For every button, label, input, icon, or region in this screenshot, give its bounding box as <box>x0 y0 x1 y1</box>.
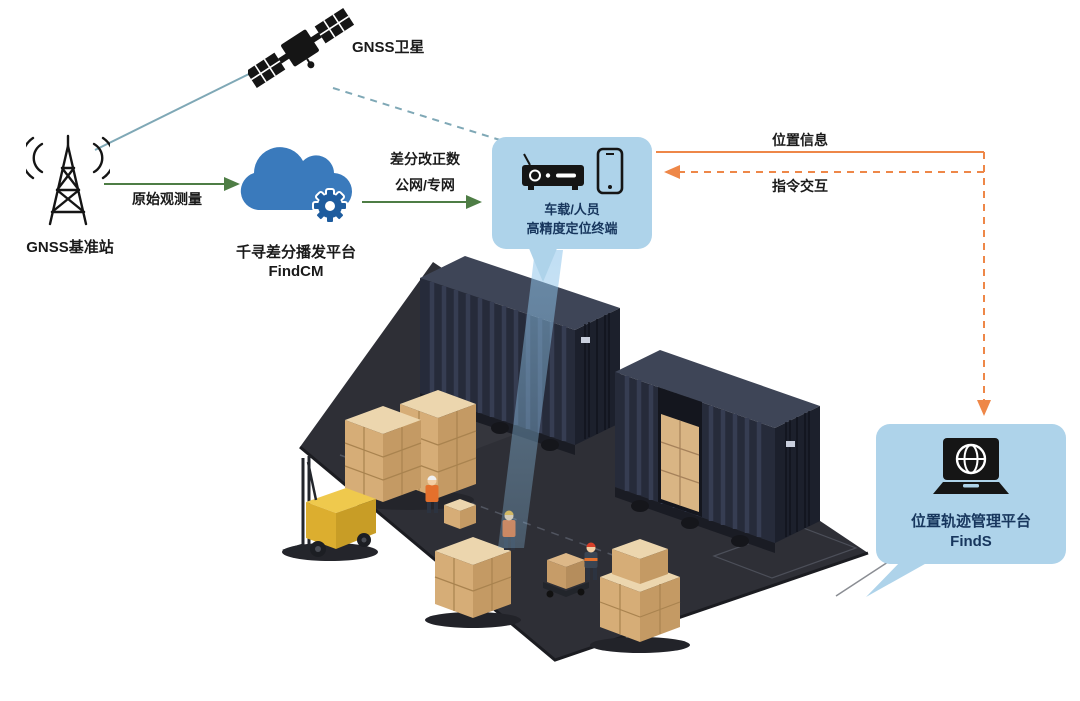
command-interaction-label: 指令交互 <box>772 178 828 194</box>
box-stack-center <box>425 537 521 628</box>
link-satellite-basestation <box>94 71 254 151</box>
gnss-satellite-icon <box>248 4 358 99</box>
shipping-container-b <box>615 350 820 543</box>
terminal-node: 车载/人员 高精度定位终端 <box>492 137 652 249</box>
pointer-platform-to-scene <box>835 561 889 597</box>
terminal-label-line1: 车载/人员 <box>544 202 600 217</box>
platform-label-product: FindS <box>950 533 992 550</box>
forklift <box>282 456 378 561</box>
terminal-icons <box>520 147 624 195</box>
raw-observation-label: 原始观测量 <box>132 191 202 207</box>
correction-label-line2: 公网/专网 <box>395 177 455 193</box>
warehouse-scene <box>282 250 869 662</box>
pallet-stacks-left <box>344 390 477 510</box>
platform-edge <box>299 445 869 662</box>
platform-bubble-tail <box>866 560 932 597</box>
management-platform-node: 位置轨迹管理平台 FindS <box>876 424 1066 564</box>
worker-1 <box>425 475 439 513</box>
cloud-platform-name: 千寻差分播发平台 <box>235 244 356 261</box>
connectors <box>94 71 991 597</box>
positioning-beam <box>498 250 563 548</box>
worker-3 <box>584 542 598 580</box>
platform-label-name: 位置轨迹管理平台 <box>910 513 1031 530</box>
terminal-bubble-tail <box>528 246 558 282</box>
base-station-label: GNSS基准站 <box>26 239 114 256</box>
terminal-label-line2: 高精度定位终端 <box>526 221 618 236</box>
cloud-platform-product: FindCM <box>268 263 324 280</box>
link-satellite-terminal <box>332 87 501 141</box>
radio-tower-icon <box>26 132 110 236</box>
container-b-chassis <box>615 487 775 553</box>
position-info-label: 位置信息 <box>772 132 828 148</box>
cloud-gear-icon <box>226 132 366 236</box>
correction-label-line1: 差分改正数 <box>390 151 460 167</box>
smartphone-icon <box>596 147 624 195</box>
receiver-device-icon <box>522 153 584 190</box>
laptop-globe-icon <box>933 438 1009 494</box>
satellite-label: GNSS卫星 <box>352 39 425 56</box>
small-box <box>444 499 476 529</box>
box-stack-right <box>590 539 690 653</box>
pallet-jack <box>543 551 595 598</box>
